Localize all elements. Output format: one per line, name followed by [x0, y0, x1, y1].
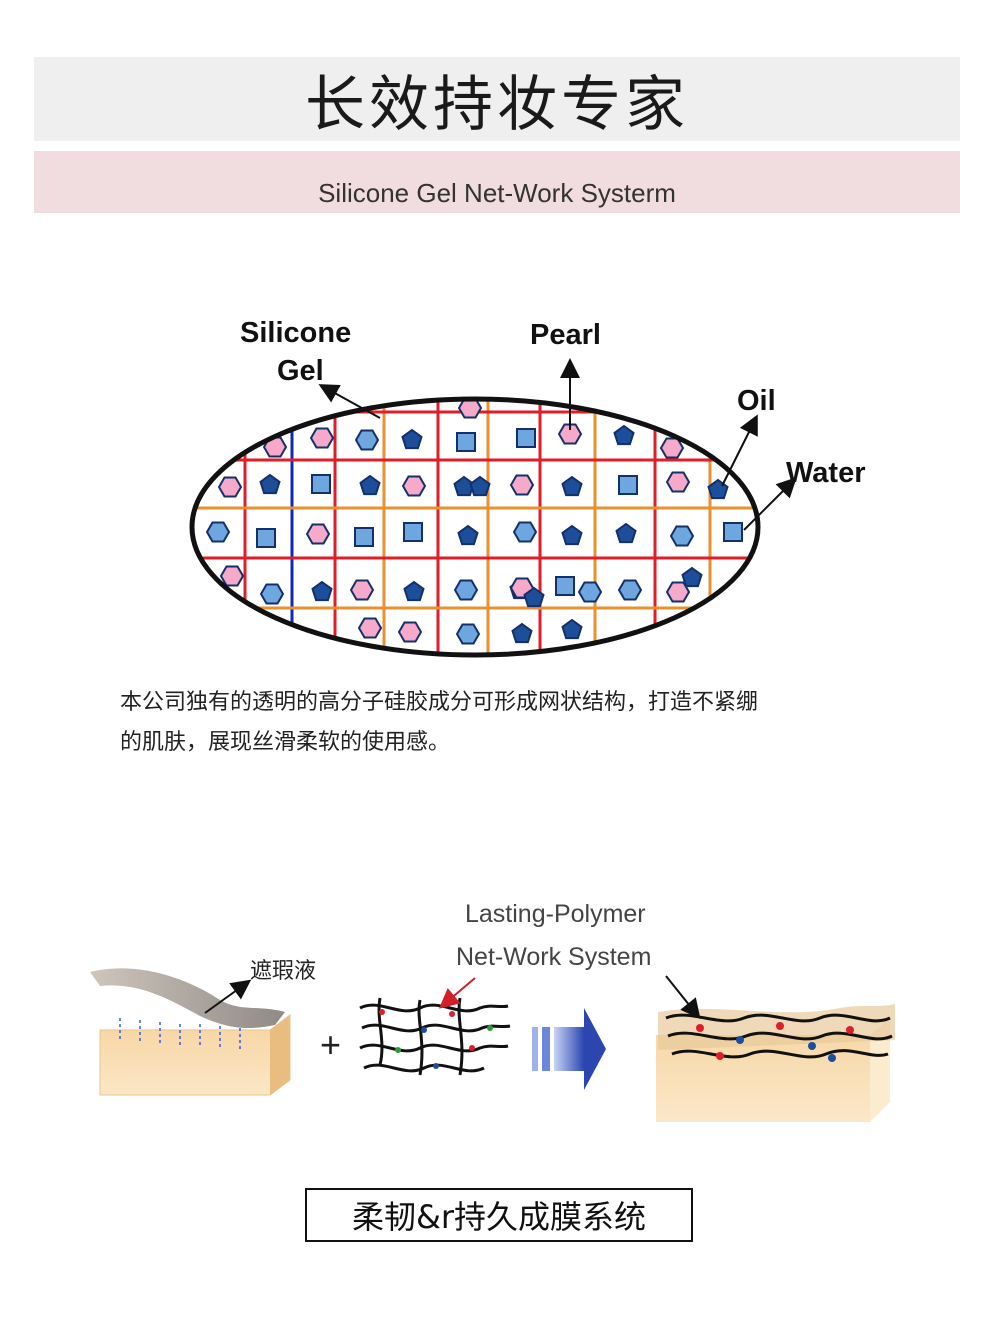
oil-pentagon [259, 473, 281, 495]
oil-pentagon [561, 618, 583, 640]
oval-outline [189, 396, 761, 658]
pearl-hexagon [665, 471, 691, 493]
oil-pentagon [681, 566, 703, 588]
pearl-hexagon [509, 474, 535, 496]
gel-hexagon [669, 525, 695, 547]
process-svg: 遮瑕液 + Lasting-Polymer Net-Work System [90, 900, 895, 1122]
water-square [723, 522, 743, 542]
polymer-network [359, 997, 511, 1076]
water-square [618, 475, 638, 495]
water-square [456, 432, 476, 452]
pearl-hexagon [397, 621, 423, 643]
polymer-dots [379, 1009, 493, 1069]
pearl-hexagon [309, 427, 335, 449]
oil-pentagon [311, 580, 333, 602]
skin-with-concealer [90, 968, 291, 1096]
oil-pentagon [613, 424, 635, 446]
silicone-network-diagram: Silicone Gel Pearl Oil Water [170, 300, 910, 680]
pearl-hexagon [349, 579, 375, 601]
label-silicone: Silicone [240, 317, 351, 349]
page-title: 长效持妆专家 [305, 69, 689, 140]
description-line-2: 的肌肤，展现丝滑柔软的使用感。 [120, 730, 451, 755]
pearl-hexagon [219, 565, 245, 587]
pearl-hexagon [557, 423, 583, 445]
oil-pentagon [457, 524, 479, 546]
description-line-1: 本公司独有的透明的高分子硅胶成分可形成网状结构，打造不紧绷 [120, 690, 759, 715]
water-square [354, 527, 374, 547]
arrow-polymer [438, 977, 476, 1009]
page-subtitle: Silicone Gel Net-Work Systerm [318, 178, 676, 208]
plus-sign: + [320, 1024, 341, 1065]
skin-with-film [656, 975, 895, 1122]
oil-pentagon [469, 475, 491, 497]
process-illustration: 遮瑕液 + Lasting-Polymer Net-Work System [80, 890, 920, 1150]
label-pearl: Pearl [530, 319, 601, 351]
gel-hexagon [617, 579, 643, 601]
process-arrow [532, 1008, 606, 1090]
oil-pentagon [615, 522, 637, 544]
network-svg: Silicone Gel Pearl Oil Water [189, 317, 866, 658]
label-water: Water [786, 457, 866, 489]
arrow-oil [721, 414, 758, 487]
label-gel: Gel [277, 355, 324, 387]
water-square [403, 522, 423, 542]
arrow-silicone [318, 384, 381, 419]
water-square [555, 576, 575, 596]
pearl-hexagon [665, 581, 691, 603]
subtitle-band: Silicone Gel Net-Work Systerm [34, 151, 960, 213]
label-oil: Oil [737, 385, 776, 417]
oil-pentagon [403, 580, 425, 602]
pearl-hexagon [305, 523, 331, 545]
pearl-hexagon [457, 399, 483, 419]
caption-box: 柔韧&r持久成膜系统 [305, 1188, 693, 1242]
gel-hexagon [512, 521, 538, 543]
label-concealer: 遮瑕液 [250, 958, 316, 983]
water-square [256, 528, 276, 548]
title-band: 长效持妆专家 [34, 57, 960, 141]
water-square [311, 474, 331, 494]
gel-hexagon [455, 623, 481, 645]
label-polymer-line2: Net-Work System [456, 943, 651, 971]
gel-hexagon [259, 583, 285, 605]
caption-text: 柔韧&r持久成膜系统 [351, 1198, 647, 1236]
pearl-hexagon [357, 617, 383, 639]
pearl-hexagon [401, 475, 427, 497]
label-polymer-line1: Lasting-Polymer [465, 900, 646, 928]
gel-hexagon [205, 521, 231, 543]
pearl-hexagon [217, 476, 243, 498]
oil-pentagon [359, 474, 381, 496]
pearl-hexagon [262, 436, 288, 458]
oil-pentagon [523, 586, 545, 608]
gel-hexagon [453, 579, 479, 601]
oil-pentagon [401, 428, 423, 450]
arrow-water [743, 477, 797, 531]
oil-pentagon [561, 524, 583, 546]
oil-pentagon [511, 622, 533, 644]
gel-hexagon [577, 581, 603, 603]
oil-pentagon [561, 475, 583, 497]
water-square [516, 428, 536, 448]
gel-hexagon [354, 429, 380, 451]
description: 本公司独有的透明的高分子硅胶成分可形成网状结构，打造不紧绷 的肌肤，展现丝滑柔软… [120, 683, 900, 763]
